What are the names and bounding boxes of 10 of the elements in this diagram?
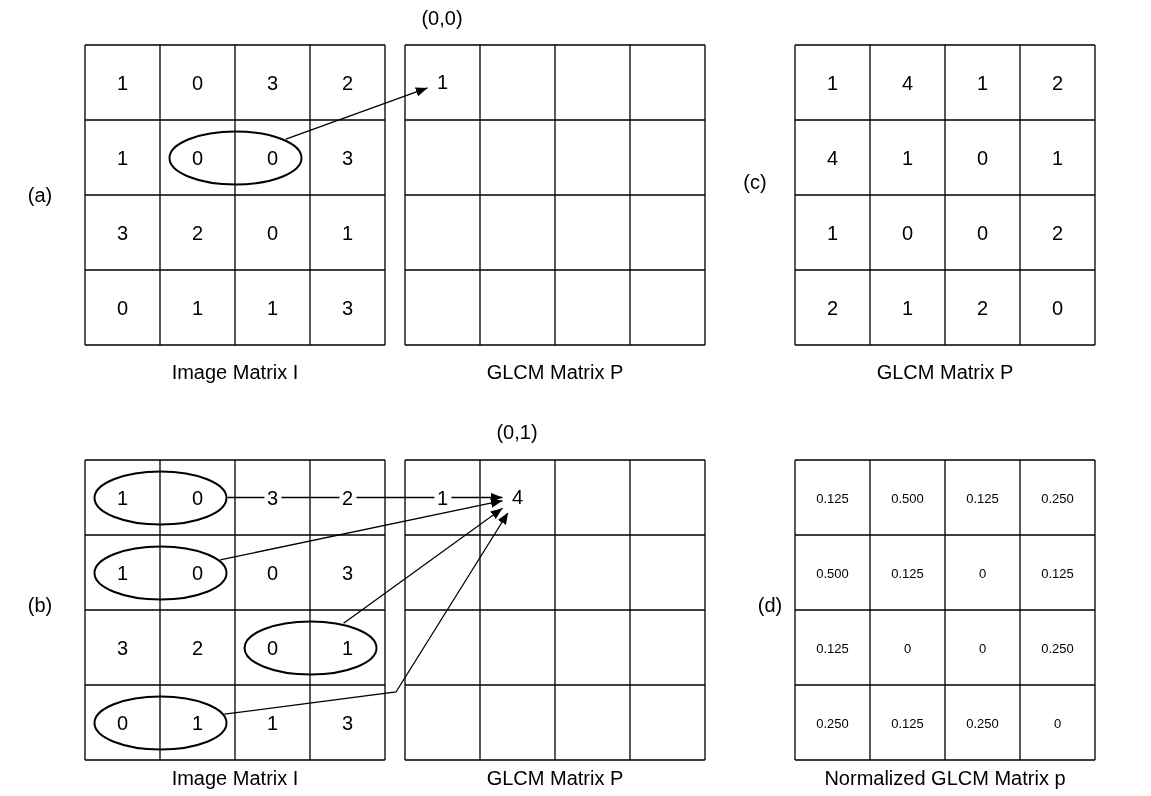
ellipse-outline — [242, 619, 378, 676]
ellipse-outline — [167, 129, 303, 186]
arrow — [223, 511, 509, 715]
arrow — [285, 87, 429, 140]
arrow — [342, 507, 504, 624]
arrow — [226, 492, 504, 503]
ellipse-outline — [92, 469, 228, 526]
ellipse-outline — [92, 694, 228, 751]
arrow — [219, 498, 504, 561]
ellipse-outline — [92, 544, 228, 601]
